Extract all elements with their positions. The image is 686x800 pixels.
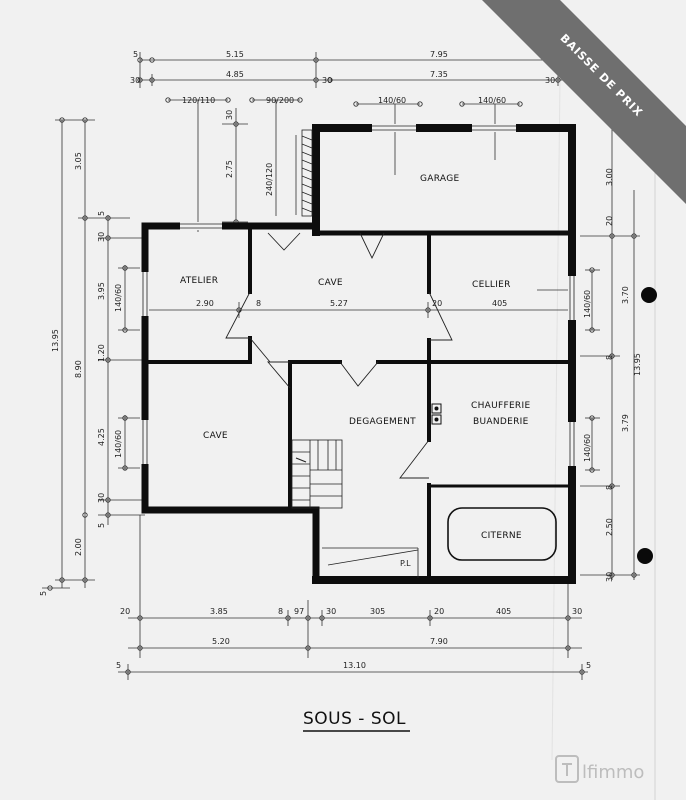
dim-bottom-30b: 30 [572, 607, 582, 616]
dim-mid-30: 30 [97, 232, 106, 242]
dim-bottom-20: 20 [120, 607, 130, 616]
dim-bottom-5b: 5 [586, 661, 591, 670]
dim-bottom-405: 405 [496, 607, 511, 616]
binder-hole-bottom [637, 548, 653, 564]
dim-top-735: 7.35 [430, 70, 448, 79]
dim-inner-527: 5.27 [330, 299, 348, 308]
dim-small-30: 30 [225, 110, 234, 120]
dim-left-1395: 13.95 [51, 329, 60, 352]
dim-mid-395: 3.95 [97, 282, 106, 300]
dim-small-275: 2.75 [225, 160, 234, 178]
dim-right-300: 3.00 [605, 168, 614, 186]
dim-right-379: 3.79 [621, 414, 630, 432]
dim-bottom-30: 30 [326, 607, 336, 616]
watermark-logo: lfimmo [555, 755, 644, 783]
dim-top-485: 4.85 [226, 70, 244, 79]
staircase [291, 439, 343, 509]
room-label-cave-center: CAVE [318, 278, 343, 288]
binder-hole-top [641, 287, 657, 303]
dim-inner-405: 405 [492, 299, 507, 308]
dim-window-right-140-60-a: 140/60 [583, 290, 592, 318]
dim-right-1395: 13.95 [633, 353, 642, 376]
dim-mid-120: 1.20 [97, 344, 106, 362]
dim-bottom-385: 3.85 [210, 607, 228, 616]
dim-window-140-60-b: 140/60 [478, 96, 506, 105]
dim-window-240-120: 240/120 [265, 163, 274, 196]
dim-window-right-140-60-b: 140/60 [583, 434, 592, 462]
dim-bottom-8: 8 [278, 607, 283, 616]
room-label-atelier: ATELIER [180, 276, 218, 286]
dim-window-left-140-60-b: 140/60 [114, 430, 123, 458]
room-label-degagement: DEGAGEMENT [349, 417, 416, 427]
dim-inner-290: 2.90 [196, 299, 214, 308]
dim-right-370: 3.70 [621, 286, 630, 304]
room-label-citerne: CITERNE [481, 531, 522, 541]
dim-bottom-20b: 20 [434, 607, 444, 616]
dim-bottom-790: 7.90 [430, 637, 448, 646]
dim-right-8: 8 [605, 355, 614, 360]
pl-marking [322, 547, 419, 578]
paper-edge-fold [551, 79, 561, 761]
dim-mid-30b: 30 [97, 493, 106, 503]
dim-window-140-60-a: 140/60 [378, 96, 406, 105]
dim-top-5: 5 [133, 50, 138, 59]
dim-mid-5: 5 [97, 211, 106, 216]
dim-top-30-right: 30 [545, 76, 555, 85]
room-label-chaufferie: CHAUFFERIE [471, 401, 530, 411]
citerne-tank [447, 507, 557, 561]
dim-left-5: 5 [39, 591, 48, 596]
dim-bottom-305: 305 [370, 607, 385, 616]
price-drop-ribbon [482, 0, 686, 204]
dim-window-90-200: 90/200 [266, 96, 294, 105]
dim-bottom-520: 5.20 [212, 637, 230, 646]
room-label-pl: P.L [400, 559, 411, 568]
dimension-lines [42, 52, 640, 680]
dim-top-30-mid: 30 [322, 76, 332, 85]
dimension-ticks [47, 57, 637, 675]
room-label-cave-left: CAVE [203, 431, 228, 441]
dim-left-305: 3.05 [74, 152, 83, 170]
room-label-cellier: CELLIER [472, 280, 511, 290]
room-label-buanderie: BUANDERIE [473, 417, 529, 427]
dim-right-20: 20 [605, 216, 614, 226]
dim-bottom-97: 97 [294, 607, 304, 616]
dim-left-890: 8.90 [74, 360, 83, 378]
dim-inner-20: 20 [432, 299, 442, 308]
dim-right-30: 30 [605, 572, 614, 582]
dim-right-250: 2.50 [605, 518, 614, 536]
dim-bottom-5: 5 [116, 661, 121, 670]
doors [225, 232, 453, 479]
boiler-symbol [431, 403, 442, 425]
dim-inner-8: 8 [256, 299, 261, 308]
dim-mid-5b: 5 [97, 523, 106, 528]
dim-top-30-left: 30 [130, 76, 140, 85]
room-label-garage: GARAGE [420, 174, 459, 184]
dim-window-120-110: 120/110 [182, 96, 215, 105]
watermark-icon [555, 755, 579, 783]
windows [141, 124, 576, 466]
dim-window-left-140-60-a: 140/60 [114, 284, 123, 312]
dim-mid-425: 4.25 [97, 428, 106, 446]
watermark-text: lfimmo [582, 762, 644, 783]
walls [141, 124, 576, 584]
dim-top-515: 5.15 [226, 50, 244, 59]
dim-left-200: 2.00 [74, 538, 83, 556]
dim-right-8b: 8 [605, 485, 614, 490]
dim-top-795: 7.95 [430, 50, 448, 59]
dim-bottom-1310: 13.10 [343, 661, 366, 670]
plan-title: SOUS - SOL [303, 709, 406, 729]
